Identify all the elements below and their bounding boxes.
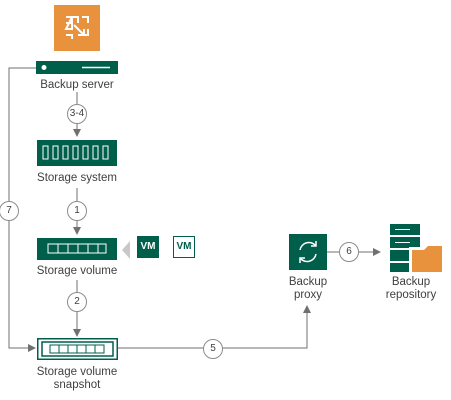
vm-badge: VM	[137, 236, 159, 258]
step-6-marker: 6	[339, 242, 359, 262]
backup-repository-label-line1: Backup	[391, 276, 431, 288]
snapshot-label: Storage volume snapshot	[17, 366, 137, 392]
storage-volume-icon	[37, 238, 117, 260]
step-5-marker: 5	[203, 339, 223, 359]
backup-repository-label: Backup repository	[371, 276, 451, 302]
vm-to-volume-arrow-icon	[122, 241, 130, 259]
storage-snapshot-icon	[37, 338, 118, 360]
snapshot-label-line1: Storage volume	[36, 366, 118, 378]
backup-repository-icon	[390, 224, 443, 273]
storage-system-icon	[37, 140, 117, 166]
step-7-marker: 7	[0, 201, 19, 221]
vm-badge: VM	[173, 236, 195, 258]
connector-snapshot-to-proxy	[118, 305, 311, 349]
step-2-marker: 2	[67, 292, 87, 312]
step-1-marker: 1	[67, 201, 87, 221]
connectors	[8, 67, 381, 352]
backup-server-label: Backup server	[40, 79, 114, 91]
backup-server-icon	[36, 5, 118, 74]
backup-repository-label-line2: repository	[385, 289, 437, 301]
backup-proxy-label: Backup proxy	[268, 276, 348, 302]
snapshot-label-line2: snapshot	[53, 379, 101, 391]
storage-system-label: Storage system	[37, 172, 117, 184]
backup-proxy-label-line1: Backup	[288, 276, 328, 288]
step-3-4-marker: 3-4	[67, 104, 87, 124]
storage-volume-label: Storage volume	[36, 265, 118, 277]
backup-proxy-icon	[289, 234, 327, 270]
backup-proxy-label-line2: proxy	[293, 289, 323, 301]
